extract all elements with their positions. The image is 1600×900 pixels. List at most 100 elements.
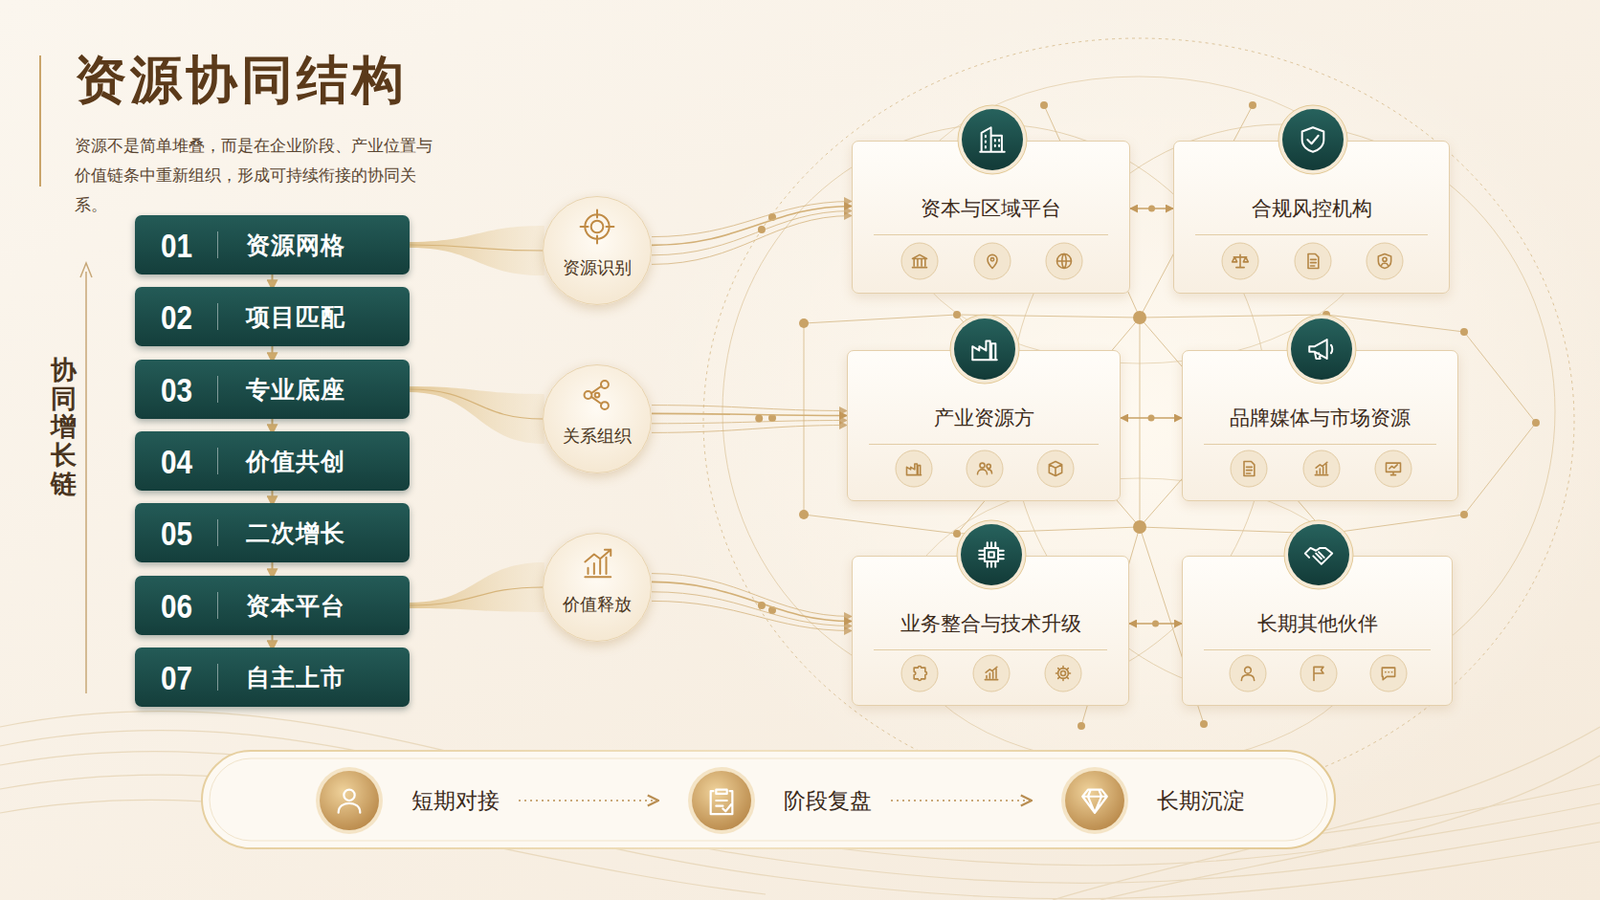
icon-users	[977, 463, 993, 475]
card-title: 合规风控机构	[1174, 192, 1449, 225]
card-badge	[948, 312, 1022, 386]
growth-arrow	[80, 263, 92, 694]
card-title: 长期其他伙伴	[1182, 607, 1452, 641]
hub-circle: 资源识别	[542, 196, 652, 306]
card-link	[1129, 621, 1182, 628]
icon-factory	[907, 464, 922, 476]
card-title: 品牌媒体与市场资源	[1182, 401, 1458, 435]
card-icon-row	[847, 447, 1120, 490]
step-label: 项目匹配	[245, 301, 346, 334]
curve-bundle	[651, 405, 847, 434]
step-box: 02 项目匹配	[134, 287, 410, 347]
icon-doc	[1308, 254, 1319, 269]
hub-circle: 关系组织	[542, 364, 652, 474]
step-number: 01	[159, 228, 192, 263]
hub-label: 资源识别	[543, 256, 651, 280]
fan-connector	[409, 386, 545, 445]
fan-connector	[409, 225, 545, 276]
resource-card: 长期其他伙伴	[1181, 555, 1453, 707]
icon-hand	[1304, 548, 1332, 565]
card-icon-row	[1182, 447, 1458, 490]
icon-chat	[1381, 667, 1395, 681]
icon-diamond	[1082, 790, 1108, 814]
bottom-band-inner	[209, 758, 1328, 842]
dotted-arrow	[518, 800, 659, 802]
item-label: 阶段复盘	[783, 786, 872, 817]
card-divider	[1195, 234, 1428, 236]
item-icon	[687, 766, 756, 836]
hub-icon	[576, 205, 619, 248]
hub-label: 价值释放	[543, 593, 651, 617]
icon-pin	[987, 254, 998, 268]
icon-mega	[1309, 339, 1333, 359]
waves	[0, 711, 1600, 900]
step-number-cell: 05	[134, 516, 218, 551]
step-box: 06资本平台	[134, 576, 410, 636]
hub-label: 关系组织	[543, 424, 651, 448]
card-link	[1120, 415, 1182, 423]
step-divider	[217, 592, 219, 620]
bottom-band	[201, 751, 1335, 849]
card-divider	[868, 444, 1099, 445]
step-number: 03	[159, 373, 192, 407]
icon-scale	[1232, 254, 1249, 267]
step-number-cell: 06	[134, 589, 218, 623]
step-divider	[217, 447, 219, 475]
icon-building	[979, 127, 1005, 153]
card-badge	[955, 518, 1028, 592]
icon-shieldu	[1377, 254, 1391, 269]
icon-chart	[1314, 462, 1328, 475]
card-divider	[1203, 444, 1437, 445]
step-number-cell: 01	[134, 228, 218, 263]
step-divider	[217, 231, 219, 259]
glow	[641, 0, 1600, 843]
cycle-item: 短期对接	[314, 766, 500, 836]
title-bar	[39, 55, 42, 187]
icon-puzzle	[913, 666, 927, 682]
step-number-cell: 02	[134, 300, 218, 334]
card-link	[1130, 205, 1174, 213]
card-badge	[955, 103, 1029, 177]
step-number-cell: 03	[134, 373, 218, 407]
card-divider	[873, 649, 1108, 651]
icon-clip	[711, 790, 734, 816]
step-number-cell: 07	[134, 661, 218, 695]
card-divider	[1203, 649, 1431, 651]
step-label: 价值共创	[245, 445, 346, 478]
icon-bank	[912, 254, 928, 267]
icon-cube	[1048, 462, 1062, 477]
hub-icon	[576, 374, 619, 417]
step-box: 07自主上市	[134, 647, 410, 708]
card-badge	[1285, 312, 1358, 386]
card-icon-row	[1174, 240, 1449, 283]
card-divider	[873, 234, 1109, 236]
item-icon	[1060, 766, 1130, 836]
item-label: 长期沉淀	[1156, 786, 1245, 817]
card-title: 业务整合与技术升级	[852, 607, 1129, 641]
icon-user	[1241, 666, 1254, 681]
step-number: 02	[159, 300, 192, 334]
step-divider	[217, 376, 219, 403]
curve-bundle	[651, 201, 852, 266]
step-number: 07	[159, 661, 192, 695]
icon-user	[338, 790, 361, 814]
step-label: 资源网格	[245, 229, 346, 262]
step-box: 04 价值共创	[134, 431, 410, 491]
resource-card: 产业资源方	[846, 350, 1121, 502]
fan-connector	[409, 562, 545, 613]
curve-bundle	[651, 574, 852, 632]
card-badge	[1276, 103, 1350, 177]
icon-factory	[972, 341, 998, 361]
icon-flag	[1313, 666, 1324, 681]
icon-monitor	[1386, 463, 1401, 476]
card-badge	[1282, 518, 1356, 592]
icon-doc	[1244, 462, 1255, 477]
step-number: 05	[159, 516, 192, 551]
step-divider	[217, 303, 219, 331]
item-label: 短期对接	[411, 786, 500, 817]
step-number-cell: 04	[134, 444, 218, 479]
icon-share	[584, 380, 609, 410]
card-icon-row	[852, 240, 1130, 283]
cycle-item: 长期沉淀	[1060, 766, 1245, 836]
